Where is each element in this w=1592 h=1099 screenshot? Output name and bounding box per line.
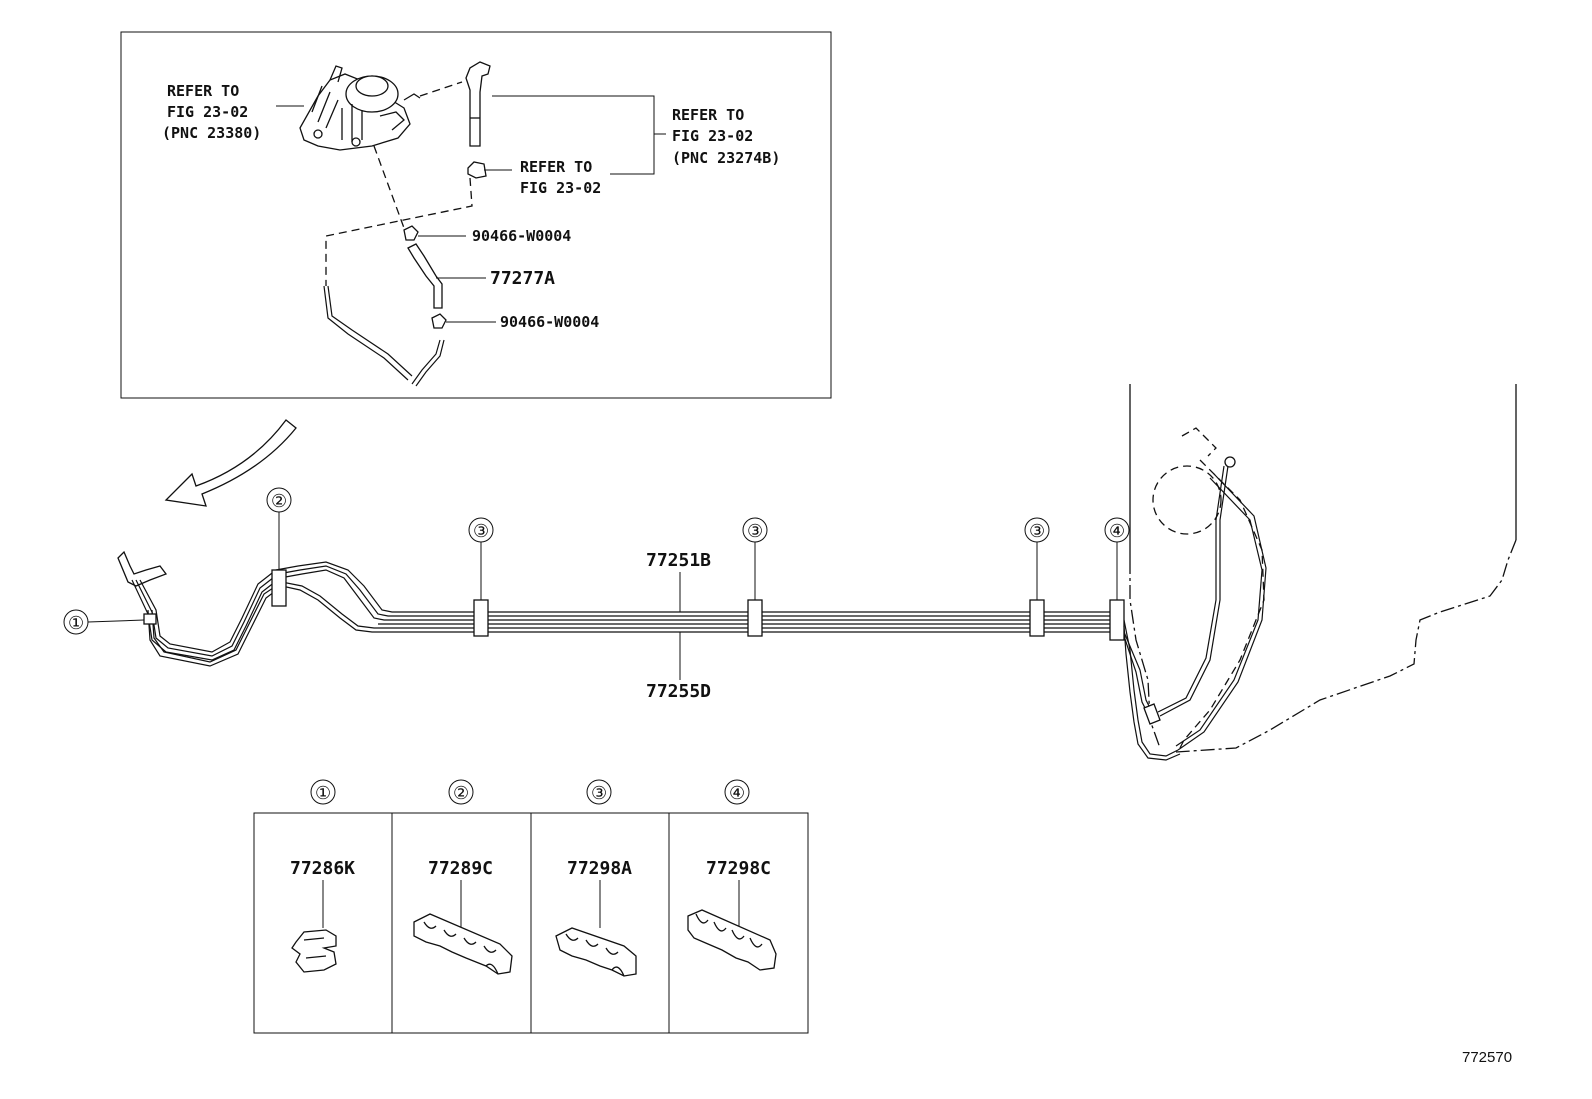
inset-frame	[120, 31, 832, 399]
clamp-col-1-marker: ①	[315, 783, 331, 804]
clamp-col-3-part: 77298A	[567, 858, 632, 879]
refer-line-1: REFER TO	[167, 82, 239, 100]
refer-right-line-1: REFER TO	[672, 106, 744, 124]
marker-3b: ③	[742, 517, 768, 600]
refer-bracket	[492, 95, 655, 175]
clamp-3b-on-pipe	[747, 599, 763, 637]
refer-mid-line-1: REFER TO	[520, 158, 592, 176]
clamp-table	[253, 812, 809, 1034]
marker-3b-text: ③	[747, 521, 763, 542]
marker-3a-text: ③	[473, 521, 489, 542]
clamp-col-4-marker: ④	[729, 783, 745, 804]
clamp-col-2-marker: ②	[453, 783, 469, 804]
clamp-col-2: ② 77289C	[413, 779, 513, 975]
clamp-top-label: 90466-W0004	[472, 227, 571, 245]
refer-label-right: REFER TO FIG 23-02 (PNC 23274B)	[672, 106, 780, 167]
clamp-3a-on-pipe	[473, 599, 489, 637]
hose-77277a-drawing	[407, 243, 486, 309]
clamp-1-on-pipe	[143, 613, 157, 625]
inset-pipes	[323, 285, 445, 387]
main-clamps	[143, 569, 1125, 641]
marker-4-text: ④	[1109, 521, 1125, 542]
clamp-col-1-part: 77286K	[290, 858, 355, 879]
marker-1: ①	[63, 609, 145, 635]
dashed-leader-2	[325, 177, 473, 286]
clamp-col-3: ③ 77298A	[555, 779, 637, 977]
clamp-top-drawing	[403, 225, 466, 241]
refer-right-line-3: (PNC 23274B)	[672, 149, 780, 167]
vent-hose-drawing	[465, 61, 512, 179]
refer-line-3: (PNC 23380)	[162, 124, 261, 142]
marker-3c-text: ③	[1029, 521, 1045, 542]
clamp-4-on-pipe	[1109, 599, 1125, 641]
clamp-col-1: ① 77286K	[290, 779, 355, 973]
clamp-bottom-label: 90466-W0004	[500, 313, 599, 331]
refer-mid-line-2: FIG 23-02	[520, 179, 601, 197]
refer-label-top-left: REFER TO FIG 23-02 (PNC 23380)	[162, 82, 304, 142]
refer-right-line-2: FIG 23-02	[672, 127, 753, 145]
clamp-3c-on-pipe	[1029, 599, 1045, 637]
clamp-col-2-part: 77289C	[428, 858, 493, 879]
marker-4: ④	[1104, 517, 1130, 600]
canister-drawing	[299, 65, 463, 151]
clamp-2-on-pipe	[271, 569, 287, 607]
marker-2: ②	[266, 487, 292, 570]
marker-3a: ③	[468, 517, 494, 600]
marker-1-text: ①	[68, 613, 84, 634]
clamp-bottom-drawing	[431, 313, 496, 329]
tank-area-drawing	[1123, 384, 1517, 761]
pipe-label-upper: 77251B	[646, 550, 711, 571]
main-fuel-pipes	[117, 550, 1122, 667]
clamp-col-3-marker: ③	[591, 783, 607, 804]
figure-code: 772570	[1462, 1049, 1512, 1066]
marker-2-text: ②	[271, 491, 287, 512]
hose-label: 77277A	[490, 268, 555, 289]
pipe-label-lower: 77255D	[646, 681, 711, 702]
direction-arrow	[164, 419, 297, 507]
clamp-col-4: ④ 77298C	[687, 779, 777, 971]
clamp-col-4-part: 77298C	[706, 858, 771, 879]
dashed-leader-1	[373, 145, 405, 229]
refer-label-mid: REFER TO FIG 23-02	[520, 158, 601, 197]
marker-3c: ③	[1024, 517, 1050, 600]
refer-line-2: FIG 23-02	[167, 103, 248, 121]
